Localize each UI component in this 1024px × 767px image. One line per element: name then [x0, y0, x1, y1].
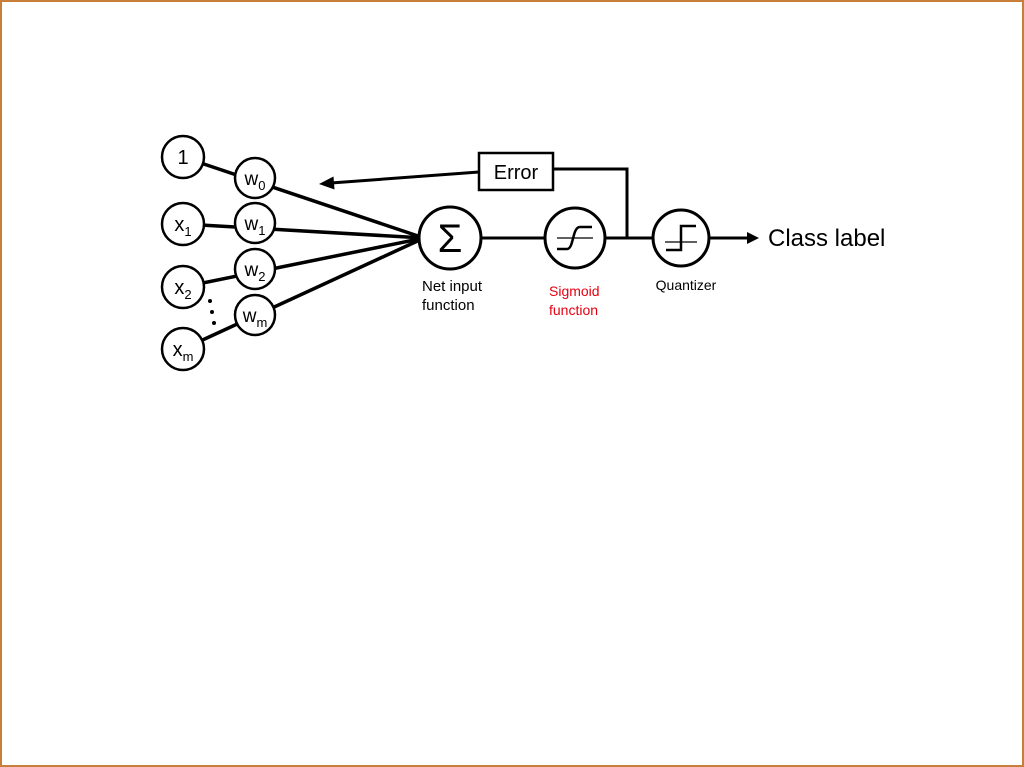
wire-input-xm — [182, 236, 425, 351]
weight-label-wm: wm — [242, 306, 268, 330]
input-label-x2: x2 — [174, 277, 191, 302]
weight-circle-w1 — [233, 201, 277, 245]
weight-node-w0: w0 — [233, 156, 277, 200]
error-box-rect — [477, 151, 555, 192]
wire-input-x1 — [182, 222, 425, 240]
vertical-ellipsis-icon — [208, 299, 216, 325]
error-box: Error — [477, 151, 555, 192]
sigmoid-label-line1: Sigmoid — [549, 283, 600, 299]
input-node-xm: xm — [160, 326, 206, 372]
sigmoid-node: Sigmoid function — [543, 206, 607, 318]
ellipsis-dot — [212, 321, 216, 325]
weight-circle-wm — [233, 293, 277, 337]
input-circle-bias — [160, 134, 206, 180]
sigmoid-curve-icon — [557, 225, 592, 251]
weight-label-w1: w1 — [244, 214, 266, 238]
weight-circle-w2 — [233, 247, 277, 291]
wire-input-x2 — [182, 236, 425, 289]
quantizer-label: Quantizer — [656, 277, 717, 293]
net-input-label-line1: Net input — [422, 278, 483, 295]
class-label: Class label — [768, 225, 885, 252]
weight-node-w2: w2 — [233, 247, 277, 291]
ellipsis-dot — [210, 310, 214, 314]
input-node-x2: x2 — [160, 264, 206, 310]
output-arrowhead-icon — [747, 232, 759, 244]
sigmoid-label-line2: function — [549, 302, 598, 318]
input-circle-x1 — [160, 201, 206, 247]
weight-circle-w0 — [233, 156, 277, 200]
input-label-bias: 1 — [177, 147, 188, 169]
feedback-wire-right — [553, 167, 629, 238]
input-circle-x2 — [160, 264, 206, 310]
weight-node-wm: wm — [233, 293, 277, 337]
error-feedback-path — [319, 167, 629, 238]
wire-input-1 — [182, 155, 425, 240]
input-label-xm: xm — [173, 339, 194, 364]
sigma-symbol: Σ — [438, 217, 463, 261]
net-input-node: Σ Net input function — [417, 205, 483, 314]
feedback-wire-left — [330, 170, 480, 185]
input-node-bias: 1 — [160, 134, 206, 180]
weight-node-w1: w1 — [233, 201, 277, 245]
quantizer-node: Quantizer — [651, 208, 717, 293]
input-node-x1: x1 — [160, 201, 206, 247]
weight-label-w0: w0 — [244, 169, 266, 193]
ellipsis-dot — [208, 299, 212, 303]
feedback-arrowhead-icon — [319, 176, 335, 190]
input-wires — [182, 155, 425, 351]
sum-circle — [417, 205, 483, 271]
weight-label-w2: w2 — [244, 260, 266, 284]
error-label: Error — [494, 162, 539, 184]
input-circle-xm — [160, 326, 206, 372]
net-input-label-line2: function — [422, 297, 475, 314]
input-label-x1: x1 — [174, 214, 191, 239]
quantizer-step-icon — [666, 224, 696, 252]
output-arrow — [709, 232, 759, 244]
